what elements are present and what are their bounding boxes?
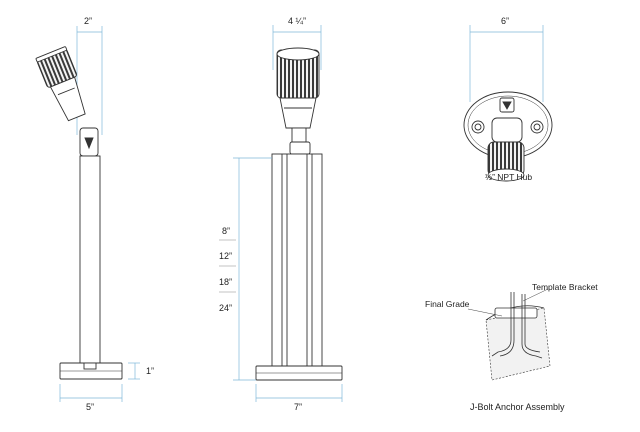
height-label-18: 18” [219,277,233,287]
top-hub-width-label: 6” [501,16,510,26]
hub-label: ½” NPT Hub [485,172,533,182]
height-label-12: 12” [219,251,233,261]
front-head-width-label: 4 ¼” [288,16,307,26]
side-view-stem [79,155,101,364]
height-label-8: 8” [222,226,231,236]
front-view-fixture [219,25,343,402]
height-label-24: 24” [219,303,233,313]
top-view-hub [463,25,553,182]
anchor-assembly-drawing [467,288,551,381]
side-view-fixture [35,26,140,402]
front-view-post [271,153,323,367]
anchor-assembly-caption: J-Bolt Anchor Assembly [470,402,565,412]
side-base-width-label: 5” [86,402,95,412]
front-base-width-label: 7” [294,402,303,412]
base-height-label: 1” [146,366,155,376]
side-view-head [35,46,86,122]
side-head-dimension-line [76,26,103,135]
final-grade-label: Final Grade [425,299,470,309]
template-bracket-label: Template Bracket [532,282,598,292]
side-head-width-label: 2” [84,16,93,26]
height-dimension-line [233,157,272,381]
